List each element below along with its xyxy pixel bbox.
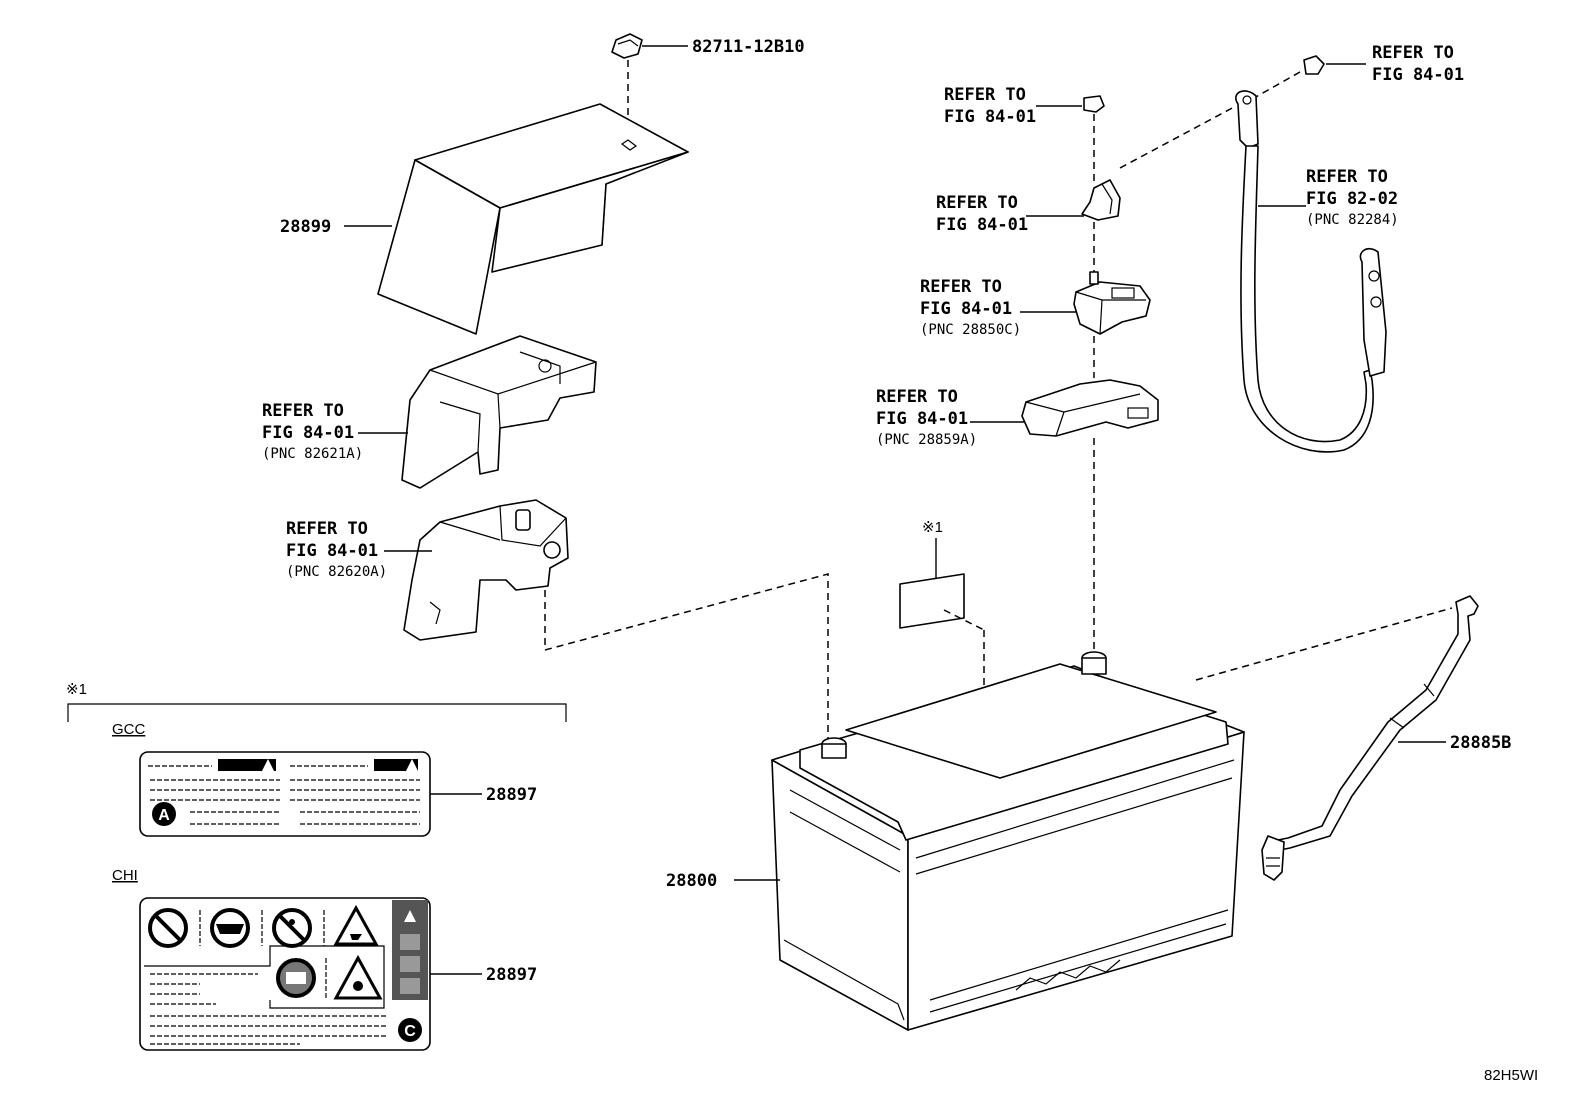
ref-cable-nut-line1: REFER TO — [1372, 43, 1454, 63]
callout-label-gcc: 28897 — [486, 785, 537, 805]
ref-clamp-line2: FIG 84-01 — [936, 215, 1028, 235]
ref-cable-line2: FIG 82-02 — [1306, 189, 1398, 209]
region-chi: CHI — [112, 867, 138, 884]
ref-holder-line3: (PNC 28859A) — [876, 432, 977, 448]
corrosive-warning-icon — [333, 904, 379, 946]
note-mark-label: ※1 — [922, 519, 943, 536]
ref-sensor-line3: (PNC 28850C) — [920, 322, 1021, 338]
callout-label-chi: 28897 — [486, 965, 537, 985]
ref-upper-bracket-line3: (PNC 82621A) — [262, 446, 363, 462]
explosive-warning-icon — [333, 954, 383, 1000]
no-fire-icon — [148, 908, 188, 948]
ref-cable-line3: (PNC 82284) — [1306, 212, 1399, 228]
upper-bracket-part: REFER TO FIG 84-01 (PNC 82621A) — [262, 335, 597, 489]
ref-upper-bracket-line2: FIG 84-01 — [262, 423, 354, 443]
read-manual-icon — [276, 958, 316, 998]
illustration-code: 82H5WI — [1484, 1067, 1538, 1084]
badge-gcc-icon — [152, 802, 176, 826]
ref-lower-bracket-line3: (PNC 82620A) — [286, 564, 387, 580]
ref-sensor-line1: REFER TO — [920, 277, 1002, 297]
callout-vent-hose: 28885B — [1450, 733, 1511, 753]
ref-sensor-line2: FIG 84-01 — [920, 299, 1012, 319]
ref-holder-line1: REFER TO — [876, 387, 958, 407]
terminal-stack: REFER TO FIG 84-01 REFER TO FIG 84-01 RE… — [876, 85, 1237, 650]
badge-chi-icon — [398, 1018, 422, 1042]
labels-section: ※1 GCC A 28897 CHI — [66, 681, 567, 1051]
badge-gcc: A — [158, 807, 170, 824]
leader-bracket-to-battery — [544, 573, 829, 740]
lower-bracket-part: REFER TO FIG 84-01 (PNC 82620A) — [286, 499, 569, 641]
ref-cable-nut-line2: FIG 84-01 — [1372, 65, 1464, 85]
ref-lower-bracket-line2: FIG 84-01 — [286, 541, 378, 561]
ref-upper-bracket-line1: REFER TO — [262, 401, 344, 421]
battery-cable-part: REFER TO FIG 84-01 REFER TO FIG 82-02 (P… — [1235, 43, 1464, 453]
label-patch: ※1 — [899, 519, 1047, 797]
callout-clip: 82711-12B10 — [692, 37, 805, 57]
callout-cover: 28899 — [280, 217, 331, 237]
ref-lower-bracket-line1: REFER TO — [286, 519, 368, 539]
clip-part: 82711-12B10 — [611, 33, 805, 138]
cover-part: 28899 — [280, 103, 689, 335]
ref-clamp-line1: REFER TO — [936, 193, 1018, 213]
ref-cable-line1: REFER TO — [1306, 167, 1388, 187]
badge-chi: C — [404, 1023, 416, 1040]
no-children-icon — [272, 908, 312, 948]
callout-battery: 28800 — [666, 871, 717, 891]
ref-nut-top-line2: FIG 84-01 — [944, 107, 1036, 127]
battery-part: 28800 — [666, 651, 1245, 1031]
eye-protection-icon — [210, 908, 250, 948]
region-gcc: GCC — [112, 721, 146, 738]
ref-holder-line2: FIG 84-01 — [876, 409, 968, 429]
note-mark-section: ※1 — [66, 681, 87, 698]
vent-hose-part: 28885B — [1195, 595, 1511, 881]
ref-nut-top-line1: REFER TO — [944, 85, 1026, 105]
